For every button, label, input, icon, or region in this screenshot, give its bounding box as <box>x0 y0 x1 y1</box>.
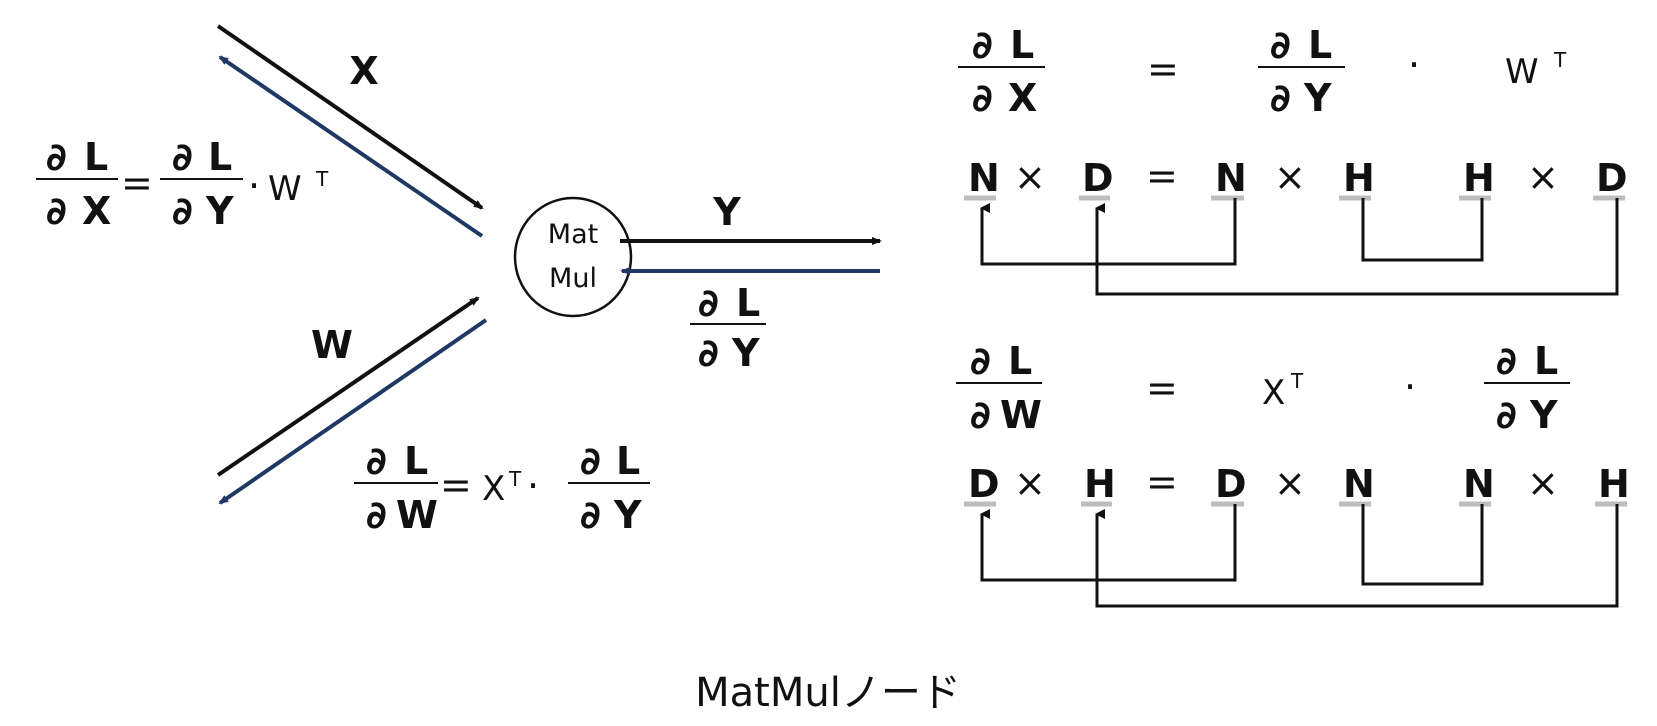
num-l2: L <box>616 439 640 483</box>
num-d2: ∂ <box>580 439 601 483</box>
dim-connectors <box>980 504 1619 608</box>
diagram-title: MatMulノード <box>695 670 961 716</box>
w-transpose: W <box>1505 52 1539 92</box>
matmul-node-line1: Mat <box>548 219 598 250</box>
shape-row-2: D × H = D × N N × H <box>964 460 1630 608</box>
computation-graph: X W Mat Mul Y ∂ L ∂ Y ∂ L ∂ X = <box>36 24 882 537</box>
dim-connectors <box>980 198 1619 296</box>
dot: · <box>248 164 260 208</box>
dim-h: H <box>1084 462 1116 506</box>
dim-n: N <box>1463 462 1495 506</box>
num-d2: ∂ <box>1270 23 1291 67</box>
den-d: ∂ <box>970 393 991 437</box>
num-d2: ∂ <box>172 135 193 179</box>
equals: = <box>1147 47 1179 91</box>
den-d2: ∂ <box>580 493 601 537</box>
num-d: ∂ <box>46 135 67 179</box>
den-d: ∂ <box>46 189 67 233</box>
times: × <box>1274 155 1306 199</box>
den-d2: ∂ <box>1496 393 1517 437</box>
dim-h: H <box>1463 156 1495 200</box>
den-d: ∂ <box>972 76 993 120</box>
den-x: X <box>1008 76 1037 120</box>
den-d2: ∂ <box>1270 76 1291 120</box>
denominator-d: ∂ <box>698 331 719 375</box>
num-l2: L <box>1308 23 1332 67</box>
equals: = <box>1146 460 1178 504</box>
den-y2: Y <box>1303 76 1332 120</box>
equals: = <box>440 463 472 507</box>
grad-w-formula-left: ∂ L ∂ W = X T · ∂ L ∂ Y <box>354 439 650 537</box>
dot: · <box>527 464 539 508</box>
denominator-y: Y <box>731 331 760 375</box>
dot: · <box>1404 365 1416 409</box>
num-d: ∂ <box>972 23 993 67</box>
numerator-l: L <box>736 281 760 325</box>
times: × <box>1527 155 1559 199</box>
x-forward-arrow <box>216 24 484 210</box>
w-transpose: W <box>268 169 302 209</box>
w-forward-arrow <box>216 296 480 477</box>
num-l: L <box>404 439 428 483</box>
den-w: W <box>1000 393 1042 437</box>
transpose-sup: T <box>1290 369 1304 393</box>
grad-w-formula-right: ∂ L ∂ W = X T · ∂ L ∂ Y <box>956 339 1570 437</box>
num-l: L <box>1008 339 1032 383</box>
numerator-d: ∂ <box>698 281 719 325</box>
x-transpose: X <box>482 469 505 509</box>
num-l2: L <box>1534 339 1558 383</box>
equals: = <box>1146 154 1178 198</box>
dim-d: D <box>1215 462 1247 506</box>
dim-h: H <box>1598 462 1630 506</box>
dim-d: D <box>1082 156 1114 200</box>
num-l: L <box>1010 23 1034 67</box>
times: × <box>1274 461 1306 505</box>
x-backward-arrow <box>218 55 484 238</box>
num-d2: ∂ <box>1496 339 1517 383</box>
transpose-sup: T <box>315 167 329 191</box>
den-x: X <box>82 189 111 233</box>
den-y2: Y <box>613 493 642 537</box>
grad-y-fraction: ∂ L ∂ Y <box>690 281 766 375</box>
dim-n: N <box>1343 462 1375 506</box>
den-d2: ∂ <box>172 189 193 233</box>
dim-d: D <box>1596 156 1628 200</box>
den-d: ∂ <box>366 493 387 537</box>
grad-x-formula-left: ∂ L ∂ X = ∂ L ∂ Y · W T <box>36 135 329 233</box>
den-y2: Y <box>205 189 234 233</box>
transpose-sup: T <box>1553 48 1567 72</box>
times: × <box>1527 461 1559 505</box>
equals: = <box>121 161 153 205</box>
times: × <box>1014 461 1046 505</box>
grad-x-formula-right: ∂ L ∂ X = ∂ L ∂ Y · W T <box>958 23 1567 120</box>
x-input-label: X <box>349 49 378 93</box>
dim-h: H <box>1343 156 1375 200</box>
num-d: ∂ <box>366 439 387 483</box>
den-w: W <box>396 493 438 537</box>
shape-check-panel: ∂ L ∂ X = ∂ L ∂ Y · W T N × D = N × H H … <box>956 23 1630 608</box>
dot: · <box>1408 43 1420 87</box>
matmul-node-line2: Mul <box>549 263 597 294</box>
y-output-label: Y <box>712 190 741 234</box>
dim-n: N <box>1215 156 1247 200</box>
dim-d: D <box>968 462 1000 506</box>
num-l2: L <box>208 135 232 179</box>
num-d: ∂ <box>970 339 991 383</box>
den-y2: Y <box>1529 393 1558 437</box>
dim-n: N <box>968 156 1000 200</box>
shape-row-1: N × D = N × H H × D <box>964 154 1628 296</box>
w-input-label: W <box>311 323 353 367</box>
equals: = <box>1146 366 1178 410</box>
times: × <box>1014 155 1046 199</box>
num-l: L <box>84 135 108 179</box>
w-backward-arrow <box>218 318 488 505</box>
matmul-node <box>513 196 633 318</box>
x-transpose: X <box>1262 373 1285 413</box>
transpose-sup: T <box>508 467 522 491</box>
